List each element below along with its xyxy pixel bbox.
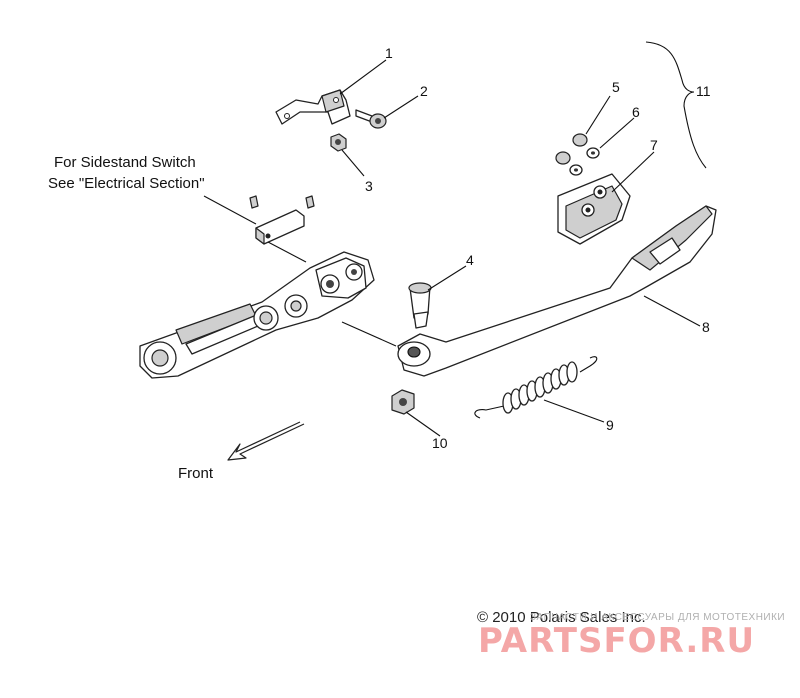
part-sidestand-leg-8 xyxy=(397,205,717,377)
callout-6: 6 xyxy=(632,104,640,120)
part-washers-6 xyxy=(569,147,600,176)
callout-3: 3 xyxy=(365,178,373,194)
watermark-tagline: ЗАПЧАСТИ И АКСЕССУАРЫ ДЛЯ МОТОТЕХНИКИ xyxy=(530,612,785,623)
front-label: Front xyxy=(178,465,214,482)
sidestand-note-line2: See "Electrical Section" xyxy=(48,175,205,192)
group-bracket-11 xyxy=(645,41,707,169)
callout-11: 11 xyxy=(696,83,711,99)
front-arrow xyxy=(227,421,305,461)
part-nut-3 xyxy=(330,133,347,152)
part-pivot-bolt-4 xyxy=(408,282,432,329)
part-nut-10 xyxy=(391,389,415,415)
callout-7: 7 xyxy=(650,137,658,153)
callout-4: 4 xyxy=(466,252,474,268)
watermark-logo: PARTSFOR.RU xyxy=(478,621,755,661)
part-caps-5 xyxy=(555,133,588,165)
leader-lines xyxy=(203,59,701,437)
callout-2: 2 xyxy=(420,83,428,99)
part-bolt-2 xyxy=(355,109,387,129)
part-frame-mount xyxy=(139,251,375,379)
part-spring-9 xyxy=(474,356,598,419)
callout-1: 1 xyxy=(385,45,393,61)
part-sidestand-switch xyxy=(249,195,315,245)
part-bracket xyxy=(275,89,351,125)
callout-5: 5 xyxy=(612,79,620,95)
callout-8: 8 xyxy=(702,319,710,335)
callout-9: 9 xyxy=(606,417,614,433)
callout-labels: 1 2 3 4 5 6 7 8 9 10 11 xyxy=(365,45,711,451)
callout-10: 10 xyxy=(432,435,448,451)
copyright-text: © 2010 Polaris Sales Inc. xyxy=(477,609,646,626)
sidestand-note-line1: For Sidestand Switch xyxy=(54,154,196,171)
